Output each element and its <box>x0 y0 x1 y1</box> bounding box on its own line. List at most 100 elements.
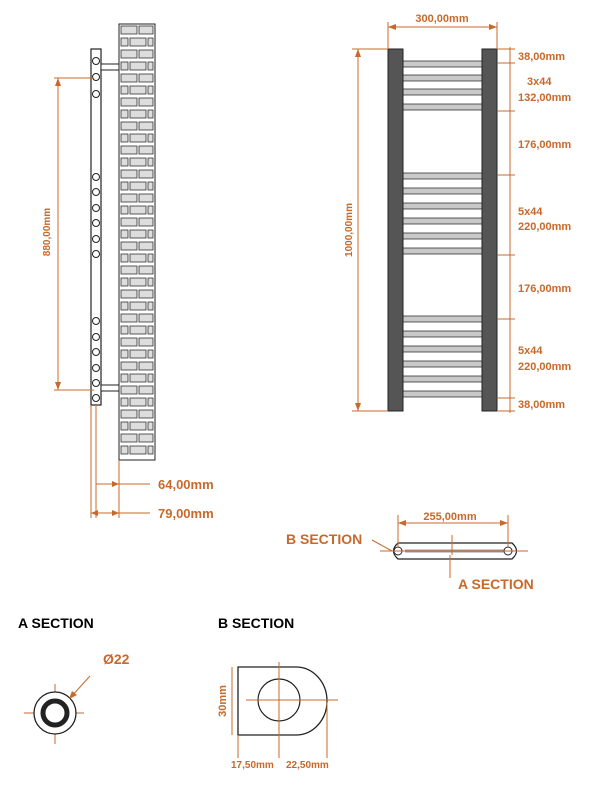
towel-bar <box>402 60 483 68</box>
brick <box>120 385 138 395</box>
section-b-height-label: 30mm <box>217 685 229 717</box>
brick <box>120 433 138 443</box>
brick <box>138 169 154 179</box>
section-a-inner-circle <box>40 698 70 728</box>
brick <box>120 25 138 35</box>
section-b: B SECTION 30mm 17,50mm 22,50mm <box>217 615 338 771</box>
brick <box>147 205 154 215</box>
bar-end-circle <box>92 394 100 402</box>
brick <box>120 109 129 119</box>
brick <box>147 253 154 263</box>
brick <box>129 397 147 407</box>
towel-bar <box>402 74 483 82</box>
brick <box>120 445 129 455</box>
group1-count-label: 3x44 <box>527 76 552 88</box>
brick <box>120 97 138 107</box>
group2-count-label: 5x44 <box>518 206 543 218</box>
brick <box>120 49 138 59</box>
brick <box>129 61 147 71</box>
towel-bar <box>402 172 483 180</box>
section-a-title: A SECTION <box>18 615 94 631</box>
wall-bracket-bottom <box>100 384 120 392</box>
brick <box>129 205 147 215</box>
brick <box>138 25 154 35</box>
towel-bar <box>402 390 483 398</box>
section-a: A SECTION Ø22 <box>18 615 130 744</box>
top-view: 255,00mm B SECTION A SECTION <box>286 511 534 592</box>
section-a-diameter-label: Ø22 <box>103 651 130 667</box>
group2-size-label: 220,00mm <box>518 221 571 233</box>
brick <box>120 313 138 323</box>
brick <box>147 37 154 47</box>
wall-bracket-top <box>100 63 120 71</box>
bar-end-circle <box>92 188 100 196</box>
brick <box>147 181 154 191</box>
brick <box>120 121 138 131</box>
brick <box>138 289 154 299</box>
brick <box>129 229 147 239</box>
brick <box>120 193 138 203</box>
brick <box>120 217 138 227</box>
brick <box>138 313 154 323</box>
bar-end-circle <box>92 333 100 341</box>
brick <box>120 205 129 215</box>
towel-bar <box>402 315 483 323</box>
section-b-left-label: 17,50mm <box>231 760 274 771</box>
brick <box>120 61 129 71</box>
brick <box>120 289 138 299</box>
bar-end-circle <box>92 173 100 181</box>
towel-bar <box>402 202 483 210</box>
brick <box>147 349 154 359</box>
brick <box>120 349 129 359</box>
brick <box>147 85 154 95</box>
right-rail <box>481 48 498 412</box>
brick <box>147 397 154 407</box>
width-label-300: 300,00mm <box>415 13 468 25</box>
brick <box>129 85 147 95</box>
brick <box>129 253 147 263</box>
brick <box>138 433 154 443</box>
brick <box>120 361 138 371</box>
brick <box>129 157 147 167</box>
brick <box>138 193 154 203</box>
brick <box>138 265 154 275</box>
brick <box>120 325 129 335</box>
towel-bar <box>402 88 483 96</box>
brick <box>129 109 147 119</box>
section-b-right-label: 22,50mm <box>286 760 329 771</box>
gap2-label: 176,00mm <box>518 283 571 295</box>
brick <box>147 325 154 335</box>
side-view: 880,00mm 64,00mm 79,00mm <box>42 23 214 521</box>
brick <box>138 73 154 83</box>
brick <box>129 277 147 287</box>
brick <box>138 409 154 419</box>
depth-label-64: 64,00mm <box>158 477 214 492</box>
height-dimension-1000: 1000,00mm <box>344 48 388 412</box>
left-rail <box>387 48 404 412</box>
bar-end-circle <box>92 379 100 387</box>
brick <box>138 337 154 347</box>
section-a-outer-circle <box>33 691 77 735</box>
bar-end-circle <box>92 317 100 325</box>
top-gap-label: 38,00mm <box>518 51 565 63</box>
towel-bar <box>402 375 483 383</box>
b-section-callout: B SECTION <box>286 531 362 547</box>
group1-size-label: 132,00mm <box>518 92 571 104</box>
brick-wall <box>120 25 154 455</box>
wall-outline <box>118 23 156 461</box>
brick <box>120 85 129 95</box>
brick <box>120 73 138 83</box>
brick <box>129 37 147 47</box>
brick <box>120 229 129 239</box>
bar-end-circle <box>92 364 100 372</box>
towel-bar <box>402 247 483 255</box>
front-view: 300,00mm 1000,00mm 38,00mm 3x44 132,00mm <box>344 13 571 413</box>
brick <box>120 157 129 167</box>
width-dimension-300: 300,00mm <box>387 13 498 49</box>
towel-bar <box>402 360 483 368</box>
brick <box>147 109 154 119</box>
towel-bar <box>402 330 483 338</box>
center-distance-label: 255,00mm <box>423 511 476 523</box>
brick <box>120 253 129 263</box>
